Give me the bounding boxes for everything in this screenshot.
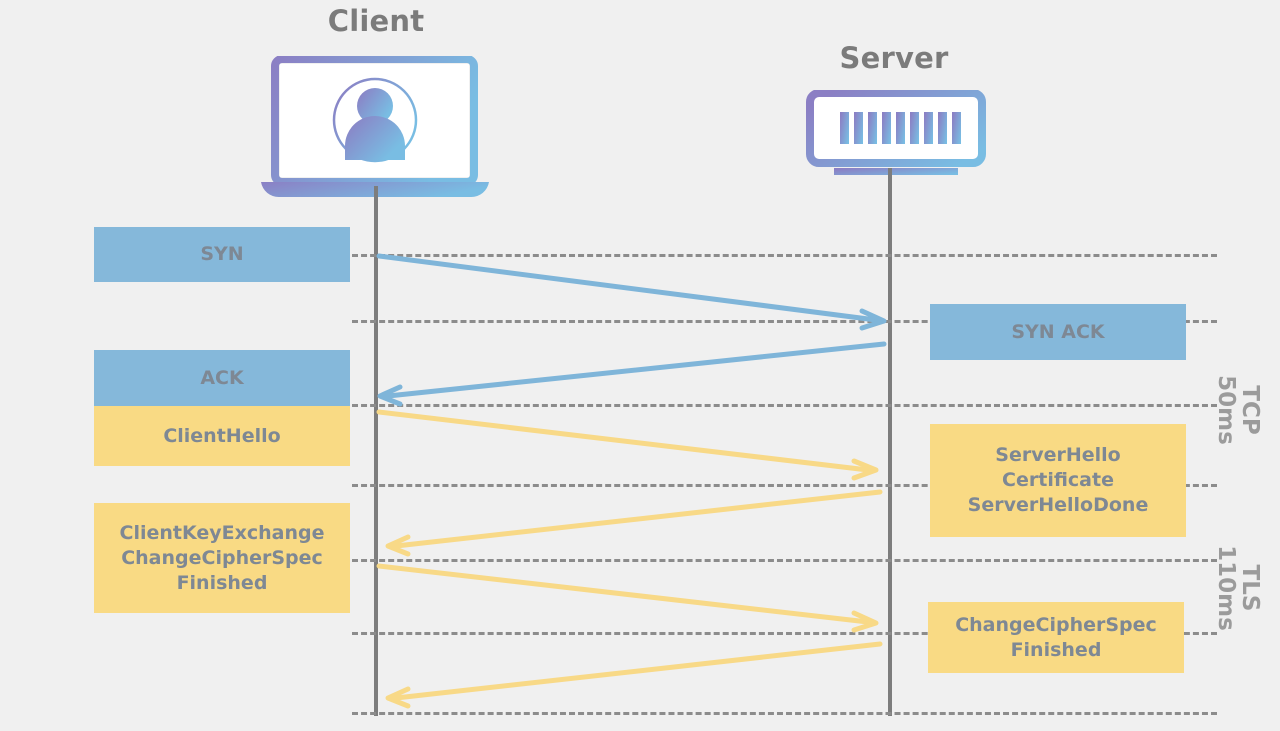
message-label: SYN (200, 243, 244, 265)
phase-label-tls: TLS 110ms (1213, 545, 1263, 631)
timeline-separator (352, 484, 1217, 487)
server-message-server-hello: ServerHello Certificate ServerHelloDone (930, 424, 1186, 537)
arrow-server-change-cipher-spec (385, 641, 883, 709)
message-label: ClientKeyExchange ChangeCipherSpec Finis… (119, 521, 325, 594)
message-label: ChangeCipherSpec Finished (955, 613, 1157, 661)
timeline-separator (352, 254, 1217, 257)
client-title: Client (327, 4, 425, 38)
server-message-syn-ack: SYN ACK (930, 304, 1186, 360)
message-label: SYN ACK (1011, 320, 1105, 343)
server-rack-icon (806, 89, 986, 175)
client-message-syn: SYN (94, 227, 350, 282)
server-message-change-cipher-spec: ChangeCipherSpec Finished (928, 602, 1184, 673)
phase-label-tcp: TCP 50ms (1213, 375, 1263, 445)
message-label: ClientHello (163, 424, 281, 447)
laptop-user-icon (259, 55, 499, 202)
client-message-client-hello: ClientHello (94, 406, 350, 466)
arrow-client-hello (376, 409, 879, 481)
arrow-client-key-exchange (376, 563, 879, 633)
server-lifeline (888, 168, 892, 716)
message-label: ACK (200, 366, 244, 389)
arrow-syn (376, 253, 887, 331)
message-label: ServerHello Certificate ServerHelloDone (967, 444, 1149, 516)
timeline-separator (352, 712, 1217, 715)
client-message-key-exchange: ClientKeyExchange ChangeCipherSpec Finis… (94, 503, 350, 613)
client-message-ack: ACK (94, 350, 350, 406)
arrow-server-hello (385, 489, 883, 557)
server-title: Server (839, 41, 949, 75)
client-lifeline (374, 186, 378, 716)
timeline-separator (352, 559, 1217, 562)
timeline-separator (352, 404, 1217, 407)
arrow-syn-ack (377, 341, 887, 407)
timeline-separator (352, 632, 1217, 635)
